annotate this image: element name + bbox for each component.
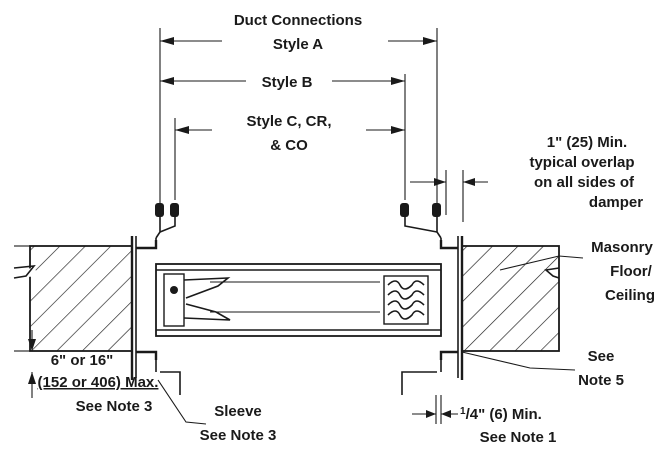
damper-body [155, 263, 442, 337]
note5-label: Note 5 [578, 372, 624, 389]
sleeve-note-label: See Note 3 [200, 427, 277, 444]
style-b-label: Style B [262, 74, 313, 91]
style-c-dimension [174, 118, 405, 200]
ceiling-label: Ceiling [605, 287, 655, 304]
masonry-left-block [13, 245, 133, 352]
duct-connections-label: Duct Connections [234, 12, 362, 29]
overlap-label-3: on all sides of [534, 174, 635, 191]
thickness-label-2: (152 or 406) Max. [38, 374, 159, 391]
gap-label-fraction-rest: /4" (6) Min. [466, 406, 542, 423]
note5-leader [461, 351, 576, 371]
style-a-label: Style A [273, 36, 323, 53]
masonry-leader [499, 255, 584, 271]
thickness-dimension [14, 245, 36, 398]
masonry-right-block [461, 245, 560, 352]
thickness-label-1: 6" or 16" [51, 352, 114, 369]
thickness-label-3: See Note 3 [76, 398, 153, 415]
overlap-label-1: 1" (25) Min. [547, 134, 627, 151]
sleeve-leader [157, 379, 207, 425]
right-duct-flange-top [400, 203, 442, 246]
see-note5-label: See [588, 348, 615, 365]
style-b-dimension [160, 74, 406, 200]
left-duct-flange-bottom [155, 360, 181, 395]
right-duct-flange-bottom [401, 360, 442, 395]
floor-label: Floor/ [610, 263, 652, 280]
style-c-label: Style C, CR, [246, 113, 331, 130]
style-c-co-label: & CO [270, 137, 308, 154]
masonry-label: Masonry [591, 239, 653, 256]
gap-label-2: See Note 1 [480, 429, 557, 446]
left-duct-flange-top [155, 203, 179, 246]
closure-spring [383, 275, 429, 325]
overlap-dimension [410, 170, 488, 222]
gap-dimension [412, 395, 458, 424]
gap-label-fraction-num: 1 [460, 406, 466, 417]
sleeve-label: Sleeve [214, 403, 262, 420]
sleeve [130, 236, 464, 380]
blade-pack [163, 273, 231, 327]
gap-label-1: 1/4" (6) Min. [460, 406, 542, 423]
overlap-label-2: typical overlap [529, 154, 634, 171]
overlap-label-4: damper [589, 194, 643, 211]
